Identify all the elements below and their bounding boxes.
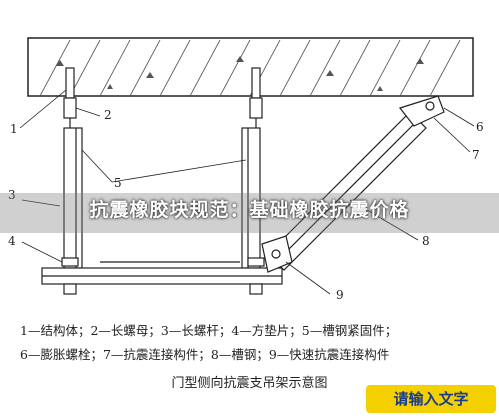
- legend-line-1: 1—结构体；2—长螺母；3—长螺杆；4—方垫片；5—槽钢紧固件；: [20, 323, 398, 338]
- callout-7: 7: [472, 148, 480, 162]
- concrete-slab: [27, 37, 474, 97]
- concrete-hatch: [39, 39, 461, 97]
- left-bottom-nut: [63, 283, 77, 295]
- watermark-badge: 请输入文字: [366, 385, 496, 413]
- callout-3: 3: [8, 188, 16, 202]
- callout-9: 9: [336, 288, 344, 302]
- concrete-aggregate: [56, 56, 424, 91]
- middle-hanger: [241, 67, 265, 292]
- left-long-nut: [63, 97, 77, 119]
- callout-1: 1: [10, 122, 18, 136]
- bottom-channel: [41, 261, 283, 295]
- banner-title: 抗震橡胶块规范：基础橡胶抗震价格: [89, 199, 410, 221]
- left-hanger: [61, 67, 83, 292]
- top-pin: [425, 101, 435, 111]
- callout-2: 2: [104, 108, 112, 122]
- middle-square-washer: [247, 257, 265, 267]
- left-square-washer: [61, 257, 79, 267]
- callout-4: 4: [8, 234, 16, 248]
- figure-caption: 门型侧向抗震支吊架示意图: [171, 376, 328, 391]
- callout-5: 5: [114, 176, 122, 190]
- callout-6: 6: [476, 120, 484, 134]
- middle-expansion-bolt: [251, 67, 261, 99]
- callout-8: 8: [422, 234, 430, 248]
- middle-bottom-nut: [249, 283, 263, 295]
- legend-line-2: 6—膨胀螺栓；7—抗震连接构件；8—槽钢；9—快速抗震连接构件: [20, 347, 390, 362]
- left-expansion-bolt: [65, 67, 75, 99]
- bottom-pin: [271, 249, 281, 259]
- title-banner: [0, 193, 499, 233]
- diagonal-brace: [261, 95, 445, 273]
- leader-lines: [19, 89, 475, 295]
- middle-long-nut: [249, 97, 263, 119]
